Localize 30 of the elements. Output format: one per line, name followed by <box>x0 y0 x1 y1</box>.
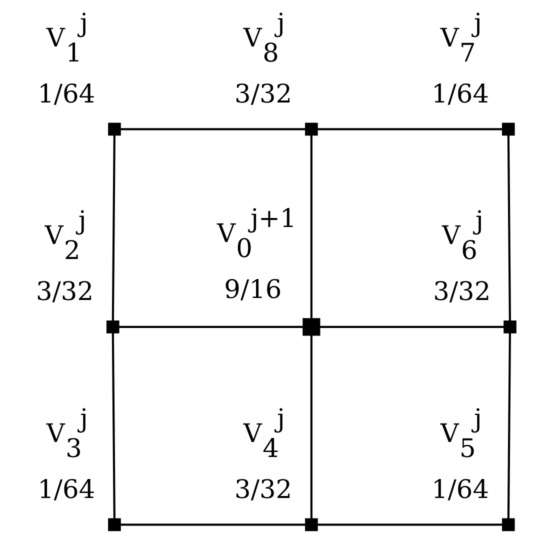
node-label: 3/32 <box>433 277 491 308</box>
node-box <box>305 122 318 136</box>
node-box <box>106 320 120 334</box>
node-box <box>302 318 320 336</box>
node-box <box>502 122 515 136</box>
node-box <box>108 518 121 532</box>
connector <box>320 326 504 328</box>
connector <box>112 332 116 520</box>
connector <box>120 128 306 130</box>
node-box <box>502 518 515 532</box>
connector <box>318 128 502 130</box>
node-label: 1/64 <box>38 79 96 110</box>
connector <box>507 134 511 322</box>
node-box <box>305 518 318 532</box>
node-box <box>108 122 121 136</box>
connector <box>310 134 312 318</box>
connector <box>119 326 304 328</box>
connector <box>310 335 312 519</box>
connector <box>112 134 116 322</box>
connector <box>318 524 502 526</box>
node-label: 9/16 <box>224 274 282 305</box>
connector <box>507 332 511 520</box>
node-label: 3/32 <box>234 474 292 505</box>
node-label: 3/32 <box>234 79 292 110</box>
node-label: 1/64 <box>432 474 490 505</box>
node-label: 3/32 <box>36 277 94 308</box>
node-box <box>504 320 516 334</box>
node-label: 1/64 <box>38 474 96 505</box>
connector <box>120 524 306 526</box>
node-label: 1/64 <box>432 79 490 110</box>
